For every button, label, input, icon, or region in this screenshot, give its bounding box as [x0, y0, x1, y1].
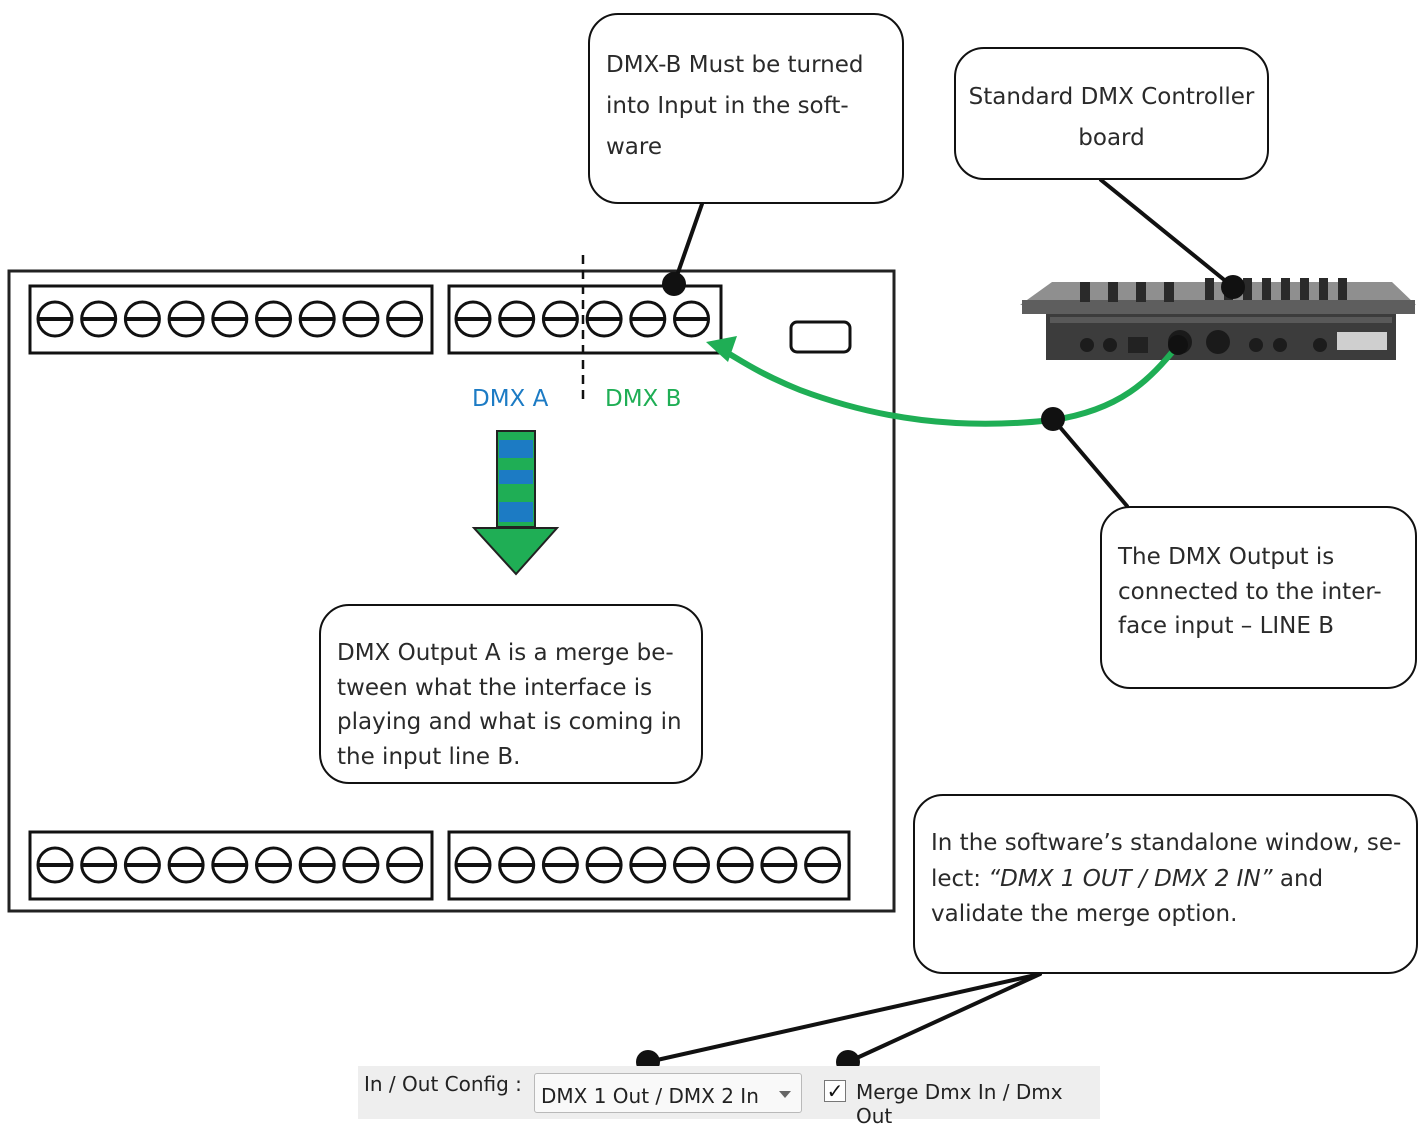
merge-checkbox[interactable]: ✓: [824, 1080, 846, 1102]
software-instruction-option: “DMX 1 OUT / DMX 2 IN”: [988, 865, 1273, 892]
leader-dot-dmxb: [662, 272, 686, 296]
callout-dmxb-input: DMX-B Must be turned into Input in the s…: [588, 13, 904, 204]
callout-merge-description-text: DMX Output A is a merge be-tween what th…: [337, 640, 682, 770]
chevron-down-icon[interactable]: [779, 1091, 791, 1098]
interface-enclosure: [7, 269, 896, 913]
io-config-select[interactable]: DMX 1 Out / DMX 2 In: [534, 1073, 802, 1113]
callout-merge-description: DMX Output A is a merge be-tween what th…: [319, 604, 703, 784]
terminal-screw-icon: [386, 846, 424, 884]
terminal-screws-bottom-left: [36, 846, 424, 884]
terminal-screw-icon: [211, 846, 249, 884]
terminal-block-top-left: [28, 284, 434, 355]
io-config-label: In / Out Config :: [364, 1072, 522, 1096]
io-config-selected-value: DMX 1 Out / DMX 2 In: [541, 1084, 759, 1108]
down-arrow-icon: [471, 430, 560, 576]
callout-software-instruction: In the software’s standalone window, se-…: [913, 794, 1418, 974]
terminal-screw-icon: [629, 846, 667, 884]
terminal-screws-top-right: [454, 300, 710, 338]
terminal-block-bottom-right: [447, 830, 851, 901]
terminal-screw-icon: [629, 300, 667, 338]
terminal-screw-icon: [498, 300, 536, 338]
terminal-screws-top-left: [36, 300, 424, 338]
terminal-block-bottom-left: [28, 830, 434, 901]
terminal-screw-icon: [342, 300, 380, 338]
terminal-screw-icon: [498, 846, 536, 884]
merge-checkbox-label[interactable]: Merge Dmx In / Dmx Out: [856, 1080, 1063, 1128]
terminal-screw-icon: [167, 300, 205, 338]
terminal-screws-bottom-right: [454, 846, 842, 884]
leader-output-callout: [1051, 417, 1129, 508]
signal-cable-arrowhead: [706, 336, 737, 362]
dmx-a-label: DMX A: [472, 386, 549, 412]
terminal-screw-icon: [585, 846, 623, 884]
terminal-screw-icon: [716, 846, 754, 884]
terminal-screw-icon: [454, 300, 492, 338]
terminal-screw-icon: [386, 300, 424, 338]
terminal-screw-icon: [255, 846, 292, 884]
dmx-controller-board: [1020, 278, 1416, 360]
terminal-screw-icon: [541, 300, 579, 338]
leader-dot-cable: [1041, 407, 1065, 431]
leader-dot-output-port: [1168, 335, 1188, 355]
terminal-screw-icon: [804, 846, 842, 884]
terminal-block-top-right: [447, 284, 723, 355]
terminal-screw-icon: [167, 846, 205, 884]
usb-port-icon: [789, 320, 852, 354]
callout-controller-board: Standard DMX Controller board: [954, 47, 1269, 180]
terminal-screw-icon: [298, 300, 336, 338]
dmx-b-label: DMX B: [605, 386, 682, 412]
leader-software-to-checkbox: [846, 972, 1042, 1064]
terminal-screw-icon: [541, 846, 579, 884]
terminal-screw-icon: [673, 846, 710, 884]
terminal-screw-icon: [585, 300, 623, 338]
terminal-screw-icon: [298, 846, 336, 884]
terminal-screw-icon: [80, 846, 118, 884]
terminal-screw-icon: [255, 300, 292, 338]
terminal-screw-icon: [454, 846, 492, 884]
leader-controller-callout: [1099, 178, 1235, 289]
signal-cable: [723, 342, 1181, 427]
terminal-screw-icon: [342, 846, 380, 884]
callout-controller-board-text: Standard DMX Controller board: [968, 84, 1255, 152]
terminal-screw-icon: [36, 300, 74, 338]
callout-dmxb-input-text: DMX-B Must be turned into Input in the s…: [606, 52, 864, 160]
terminal-screw-icon: [760, 846, 798, 884]
terminal-screw-icon: [673, 300, 710, 338]
io-config-bar: In / Out Config : DMX 1 Out / DMX 2 In ✓…: [358, 1066, 1100, 1128]
terminal-screw-icon: [211, 300, 249, 338]
software-instruction-prefix: In the software’s standalone window, se-…: [931, 830, 1402, 892]
terminal-screw-icon: [123, 300, 161, 338]
callout-dmx-output-text: The DMX Output is connected to the inter…: [1118, 544, 1382, 639]
terminal-screw-icon: [123, 846, 161, 884]
terminal-screw-icon: [80, 300, 118, 338]
callout-dmx-output: The DMX Output is connected to the inter…: [1100, 506, 1417, 689]
leader-dot-controller: [1221, 275, 1245, 299]
software-instruction-suffix: and validate the merge option.: [931, 865, 1324, 928]
leader-dmxb-callout: [672, 202, 704, 286]
terminal-screw-icon: [36, 846, 74, 884]
leader-software-to-select: [646, 972, 1042, 1064]
